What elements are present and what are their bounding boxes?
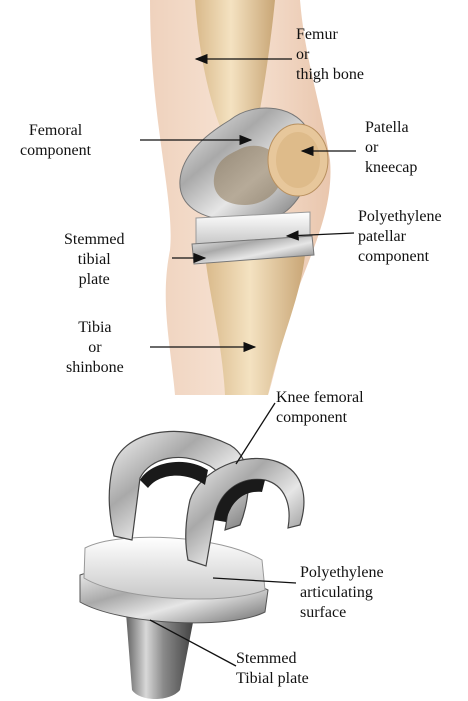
patella-shape [268, 124, 328, 196]
label-femoral-component: Femoral component [20, 121, 91, 161]
label-knee-femoral: Knee femoral component [276, 388, 364, 428]
line-knee-femoral [236, 403, 275, 464]
label-patella: Patella or kneecap [365, 118, 417, 178]
tibial-plate-shape [192, 212, 314, 264]
label-polyethylene-patellar: Polyethylene patellar component [358, 207, 442, 267]
label-tibia: Tibia or shinbone [66, 318, 124, 378]
label-polyethylene-articulating: Polyethylene articulating surface [300, 563, 384, 623]
label-femur: Femur or thigh bone [296, 25, 364, 85]
label-stemmed-tibial-plate: Stemmed Tibial plate [236, 649, 309, 689]
label-stemmed-tibial: Stemmed tibial plate [64, 230, 124, 290]
